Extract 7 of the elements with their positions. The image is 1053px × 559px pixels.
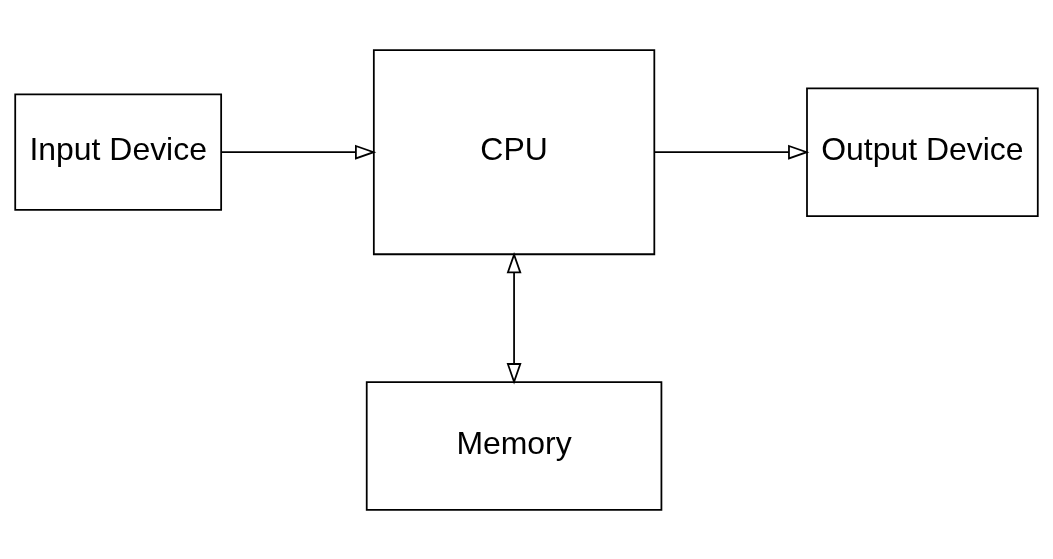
arrow [506, 251, 522, 384]
node-box: CPU [372, 48, 656, 255]
arrow [653, 144, 810, 160]
node-box: Memory [365, 380, 663, 511]
arrow [220, 144, 377, 160]
node-box: Input Device [14, 93, 223, 211]
node-box: Output Device [806, 86, 1039, 217]
